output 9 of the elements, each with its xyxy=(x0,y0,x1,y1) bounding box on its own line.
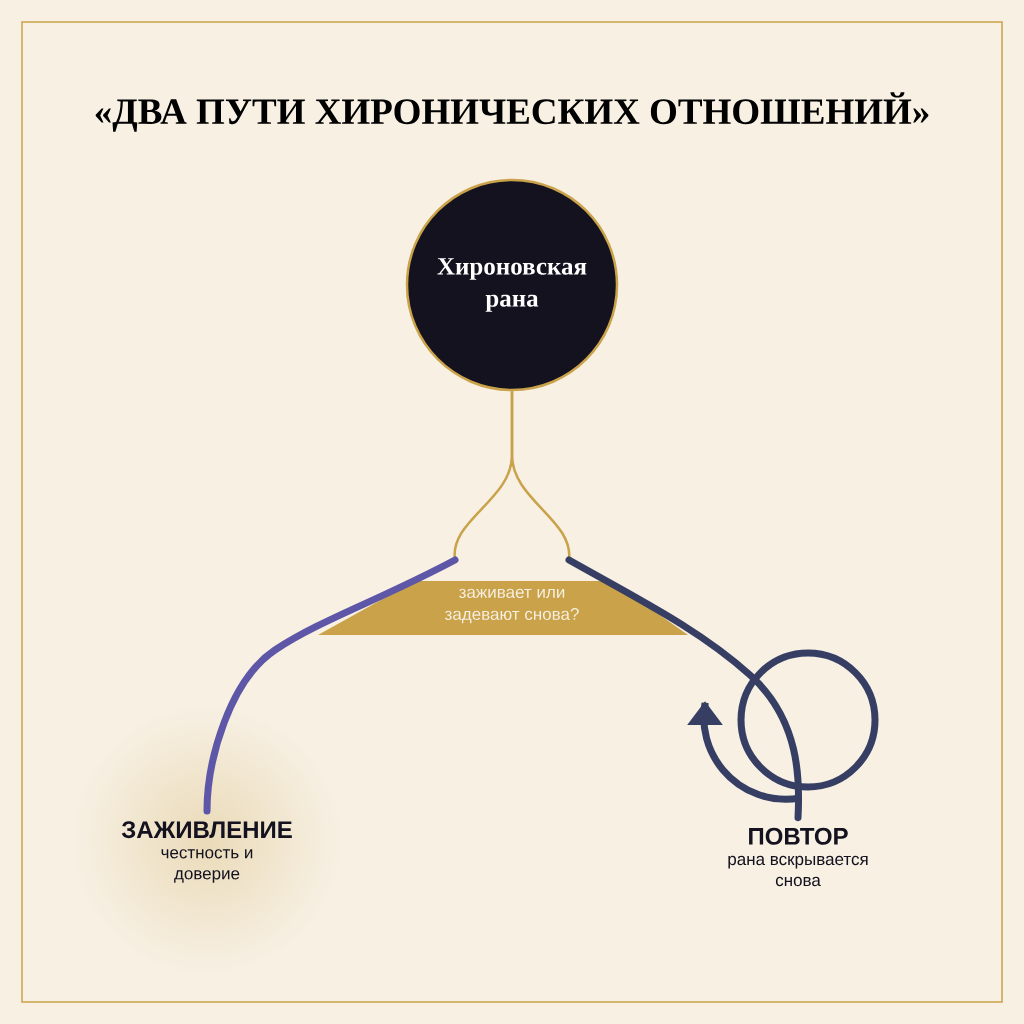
branch-line xyxy=(510,391,803,822)
node-label: Хироновская рана xyxy=(437,258,587,312)
outcome-description: рана вскрывается снова xyxy=(728,855,868,887)
title: «ДВА ПУТИ ХИРОНИЧЕСКИХ ОТНОШЕНИЙ» xyxy=(95,92,929,132)
outcome-heading: ПОВТОР xyxy=(749,827,848,845)
wound-circle xyxy=(405,178,619,392)
outcome-heading: ЗАЖИВЛЕНИЕ xyxy=(121,821,292,839)
question-band: заживает или задевают снова? xyxy=(318,581,688,635)
outcome-description: честность и доверие xyxy=(161,849,253,883)
